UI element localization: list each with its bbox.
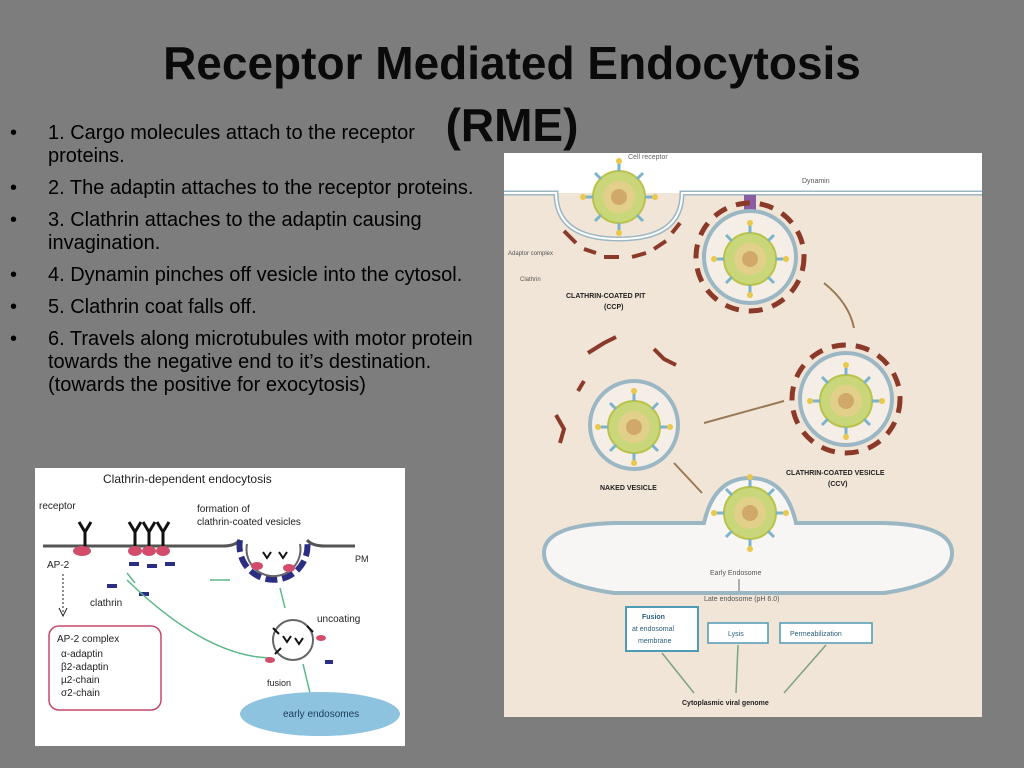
bullet-marker: •	[10, 122, 18, 144]
cell-receptor-label: Cell receptor	[628, 154, 668, 161]
flow-arrow	[703, 400, 785, 424]
fusion-box	[625, 606, 699, 652]
ap2-complex-item: α-adaptin	[61, 649, 103, 660]
receptor-cluster-icon	[127, 521, 175, 568]
fusion-label: fusion	[267, 678, 291, 688]
bullet-text: 5. Clathrin coat falls off.	[48, 296, 257, 318]
green-arrow	[126, 572, 136, 584]
outcome-arrows	[661, 644, 827, 694]
ap2-complex-box	[48, 625, 162, 711]
pm-label: PM	[355, 554, 369, 564]
lysis-box	[707, 622, 769, 644]
viral-endocytosis-diagram: Cell receptor Dynamin Adaptor complex Cl…	[504, 153, 982, 707]
clathrin-label-right: Clathrin	[520, 277, 541, 283]
uncoating-label: uncoating	[317, 614, 360, 625]
clathrin-icon	[139, 592, 149, 596]
bullet-marker: •	[10, 296, 18, 318]
clathrin-coat-bud	[693, 200, 807, 314]
bullet-marker: •	[10, 209, 18, 231]
ap2-complex-item: σ2-chain	[61, 688, 100, 699]
ccp-label-line1: CLATHRIN-COATED PIT	[566, 293, 646, 300]
ccv-label-line1: CLATHRIN-COATED VESICLE	[786, 470, 885, 477]
lysis-box-label: Lysis	[728, 631, 744, 638]
bullet-text: 3. Clathrin attaches to the adaptin caus…	[48, 209, 422, 254]
dynamin-icon	[744, 195, 756, 211]
bullet-item: • 6. Travels along microtubules with moto…	[10, 328, 480, 397]
clathrin-label: clathrin	[90, 598, 122, 609]
bullet-item: • 1. Cargo molecules attach to the recept…	[10, 122, 480, 168]
plasma-membrane	[305, 538, 355, 548]
bullet-text: 6. Travels along microtubules with motor…	[48, 328, 473, 396]
free-clathrin-icon	[554, 335, 677, 444]
adaptor-complex-label: Adaptor complex	[508, 251, 553, 257]
clathrin-endocytosis-diagram: Clathrin-dependent endocytosis PM recept…	[39, 472, 400, 736]
viral-genome-label: Cytoplasmic viral genome	[682, 700, 769, 707]
dynamin-label: Dynamin	[802, 178, 830, 185]
cell-membrane	[504, 192, 982, 241]
figure-title: Clathrin-dependent endocytosis	[103, 472, 272, 486]
permeabilization-box	[779, 622, 873, 644]
bullet-item: • 3. Clathrin attaches to the adaptin cau…	[10, 209, 480, 255]
bullet-list: • 1. Cargo molecules attach to the recept…	[10, 122, 480, 406]
clathrin-coat-ccv	[789, 342, 903, 456]
slide-title-line2: (RME)	[445, 99, 579, 151]
slide-title: Receptor Mediated Endocytosis (RME)	[0, 32, 1024, 156]
receptor-label: receptor	[39, 501, 76, 512]
green-arrow	[279, 587, 286, 609]
ap2-complex-title: AP-2 complex	[57, 634, 119, 645]
ap2-label: AP-2	[47, 560, 70, 571]
slide-title-line1: Receptor Mediated Endocytosis	[163, 37, 861, 89]
receptor-icon	[73, 521, 93, 556]
ap2-icon	[107, 584, 117, 588]
late-endosome-label: Late endosome (pH 6.0)	[704, 596, 780, 603]
clathrin-endocytosis-figure: Clathrin-dependent endocytosis PM recept…	[35, 468, 405, 746]
early-endosome-label: Early Endosome	[710, 570, 761, 577]
formation-label-line1: formation of	[197, 504, 250, 515]
flow-arrow	[823, 282, 855, 329]
ap2-complex-item: µ2-chain	[61, 675, 100, 686]
viral-endocytosis-figure: Cell receptor Dynamin Adaptor complex Cl…	[504, 153, 982, 717]
bullet-text: 1. Cargo molecules attach to the recepto…	[48, 122, 415, 167]
bullet-item: • 2. The adaptin attaches to the receptor…	[10, 177, 480, 200]
fusion-box-line2: at endosomal	[632, 626, 674, 633]
clathrin-coat-pit	[562, 221, 682, 259]
coated-pit-icon	[236, 539, 311, 583]
ccv-label-line2: (CCV)	[828, 481, 847, 488]
formation-label-line2: clathrin-coated vesicles	[197, 517, 301, 528]
green-arrow	[302, 663, 311, 694]
fusion-box-line3: membrane	[638, 638, 672, 645]
bullet-marker: •	[10, 264, 18, 286]
extracellular-space	[504, 153, 982, 193]
ap2-complex-item: β2-adaptin	[61, 662, 108, 673]
bullet-text: 4. Dynamin pinches off vesicle into the …	[48, 264, 463, 286]
bullet-item: • 4. Dynamin pinches off vesicle into the…	[10, 264, 480, 287]
arrow-head	[58, 607, 68, 618]
bullet-marker: •	[10, 328, 18, 350]
early-endosomes-label: early endosomes	[283, 709, 359, 720]
flow-arrow	[673, 462, 703, 494]
ccp-label-line2: (CCP)	[604, 304, 623, 311]
fusion-box-title: Fusion	[642, 614, 665, 621]
green-arrow	[126, 579, 271, 659]
bullet-marker: •	[10, 177, 18, 199]
uncoating-vesicle-icon	[265, 619, 333, 664]
bullet-text: 2. The adaptin attaches to the receptor …	[48, 177, 474, 199]
bullet-item: • 5. Clathrin coat falls off.	[10, 296, 480, 319]
permeabilization-box-label: Permeabilization	[790, 631, 842, 638]
early-endosome-shape	[240, 692, 400, 736]
naked-vesicle-label: NAKED VESICLE	[600, 485, 657, 492]
